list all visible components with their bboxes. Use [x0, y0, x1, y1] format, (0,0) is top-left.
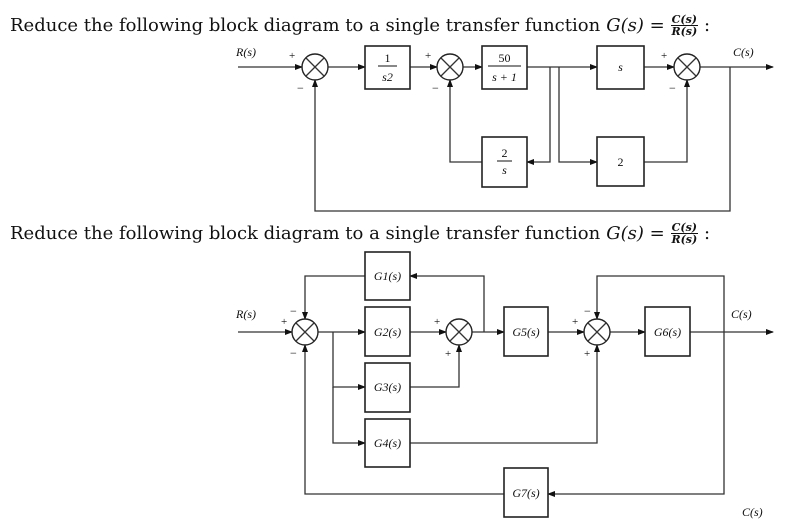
minus-sign: − — [432, 81, 439, 95]
summing-junction-1 — [291, 318, 319, 346]
branch-line — [410, 344, 600, 444]
block-g4: G4(s) — [364, 418, 411, 468]
feedback-line — [409, 273, 485, 332]
plus-sign: + — [281, 316, 287, 328]
feedback-line — [594, 275, 725, 332]
minus-sign: − — [669, 81, 676, 95]
minus-sign: − — [584, 304, 591, 318]
summing-junction-3 — [583, 318, 611, 346]
summing-junction-3 — [673, 53, 701, 81]
branch-line — [410, 344, 462, 388]
block-50-over-s-plus-1: 50 s + 1 — [481, 45, 528, 90]
feedback-line — [526, 67, 551, 165]
block-numerator: 50 — [499, 51, 511, 65]
outer-feedback-line — [312, 67, 731, 212]
block-2-over-s: 2 s — [481, 136, 528, 188]
fraction-numerator: C(s) — [670, 221, 699, 234]
block-denominator: s2 — [382, 70, 393, 84]
g-label: G(s) = — [606, 15, 665, 36]
block-label: G4(s) — [374, 436, 401, 450]
plus-sign: + — [434, 316, 440, 328]
g-label: G(s) = — [606, 223, 665, 244]
plus-sign: + — [572, 316, 578, 328]
minus-sign: − — [290, 304, 297, 318]
block-g7: G7(s) — [503, 467, 549, 518]
block-g3: G3(s) — [364, 362, 411, 413]
diagram-1: R(s) C(s) + − + − + − 1 s2 — [235, 45, 774, 212]
block-2: 2 — [596, 136, 645, 187]
block-s: s — [596, 45, 645, 90]
block-label: G5(s) — [512, 325, 539, 339]
transfer-fraction: C(s)R(s) — [670, 221, 699, 246]
output-label: C(s) — [733, 45, 754, 59]
block-1-over-s-squared: 1 s2 — [364, 45, 411, 90]
block-g2: G2(s) — [364, 306, 411, 357]
block-label: G7(s) — [512, 486, 539, 500]
block-numerator: 2 — [502, 146, 508, 160]
diagram-2: R(s) C(s) + − − + + + − + — [235, 251, 774, 518]
block-g6: G6(s) — [644, 306, 691, 357]
minus-sign: − — [297, 81, 304, 95]
minus-sign: − — [290, 346, 297, 360]
block-denominator: s + 1 — [492, 70, 517, 84]
block-label: G3(s) — [374, 380, 401, 394]
branch-line — [644, 79, 690, 163]
problem2-title: Reduce the following block diagram to a … — [10, 222, 710, 245]
problem1-title: Reduce the following block diagram to a … — [10, 14, 710, 37]
plus-sign: + — [584, 348, 590, 360]
plus-sign: + — [445, 348, 451, 360]
summing-junction-1 — [301, 53, 329, 81]
feedback-line — [447, 79, 482, 163]
branch-line — [558, 67, 598, 165]
fraction-denominator: R(s) — [671, 233, 698, 246]
plus-sign: + — [289, 50, 295, 62]
block-g1: G1(s) — [364, 251, 411, 301]
transfer-fraction: C(s)R(s) — [670, 13, 699, 38]
plus-sign: + — [661, 50, 667, 62]
block-label: G6(s) — [654, 325, 681, 339]
feedback-line — [302, 275, 365, 320]
title-text: Reduce the following block diagram to a … — [10, 223, 601, 244]
input-label: R(s) — [235, 307, 256, 321]
colon: : — [704, 223, 711, 244]
cutoff-text: C(s) — [742, 505, 763, 519]
feedback-line — [302, 344, 504, 495]
fraction-denominator: R(s) — [671, 25, 698, 38]
block-denominator: s — [502, 163, 507, 177]
summing-junction-2 — [436, 53, 464, 81]
colon: : — [704, 15, 711, 36]
title-text: Reduce the following block diagram to a … — [10, 15, 601, 36]
input-label: R(s) — [235, 45, 256, 59]
branch-line — [332, 387, 366, 446]
fraction-numerator: C(s) — [670, 13, 699, 26]
block-label: G1(s) — [374, 269, 401, 283]
summing-junction-2 — [445, 318, 473, 346]
block-label: 2 — [618, 155, 624, 169]
feedback-line — [547, 332, 725, 497]
plus-sign: + — [425, 50, 431, 62]
branch-line — [332, 332, 366, 390]
block-label: s — [618, 60, 623, 74]
block-numerator: 1 — [385, 51, 391, 65]
block-label: G2(s) — [374, 325, 401, 339]
block-g5: G5(s) — [503, 306, 549, 357]
output-label: C(s) — [731, 307, 752, 321]
